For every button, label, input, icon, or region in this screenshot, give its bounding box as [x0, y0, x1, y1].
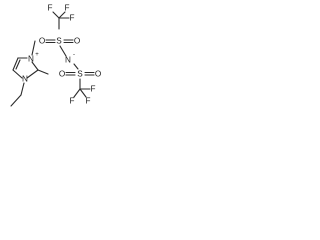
bond-n-s2 [73, 63, 79, 70]
atom-f-bottom-left: F [69, 97, 74, 106]
atom-o-1b: O [74, 37, 80, 46]
atom-f-top-mid: F [69, 14, 74, 23]
bond-c2-methyl [37, 69, 49, 75]
bond-n1-ethyl-1 [20, 82, 25, 96]
atom-n-methyl: N [28, 55, 34, 64]
chemical-structure-diagram: F F F O S O N - O S O F F F N + N [10, 4, 101, 107]
anion-charge: - [73, 52, 75, 58]
atom-n-ethyl: N [22, 75, 28, 84]
ring-c2-n1 [26, 69, 39, 79]
ring-n1-c5 [12, 69, 23, 79]
atom-s-1: S [56, 37, 62, 46]
atom-o-2a: O [59, 70, 65, 79]
tfsi-anion: F F F O S O N - O S O F F F [39, 4, 101, 106]
atom-f-top-right: F [64, 4, 69, 13]
ring-c5-c4-dbl [15, 59, 21, 70]
atom-f-bottom-right: F [85, 97, 90, 106]
atom-f-bottom-mid: F [90, 85, 95, 94]
bond-s1-n [59, 45, 67, 57]
bond-n3-methyl [31, 40, 36, 56]
ring-n3-c2 [31, 61, 39, 71]
cation-charge: + [35, 52, 39, 58]
atom-s-2: S [77, 70, 83, 79]
bond-c-f-2c [79, 88, 87, 98]
ring-c5-c4 [12, 57, 19, 71]
bond-c-f-2b [73, 88, 81, 98]
atom-f-top-left: F [47, 4, 52, 13]
atom-o-2b: O [95, 70, 101, 79]
atom-n-anion: N [65, 56, 71, 65]
bond-f-c-1a [52, 11, 60, 19]
bond-n1-ethyl-2 [10, 94, 22, 107]
bond-f-c-1b [58, 11, 66, 19]
imidazolium-cation: N + N [10, 40, 49, 107]
atom-o-1a: O [39, 37, 45, 46]
